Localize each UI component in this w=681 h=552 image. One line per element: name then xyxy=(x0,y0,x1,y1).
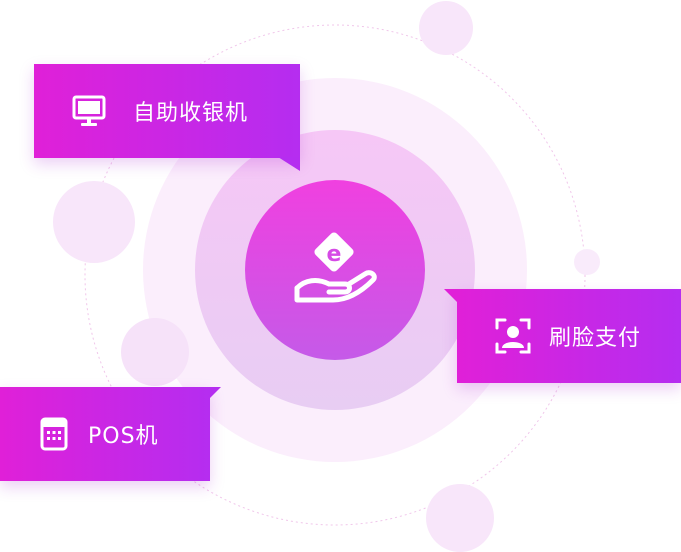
monitor-icon xyxy=(72,95,106,126)
pos-terminal-icon xyxy=(40,417,68,451)
svg-text:e: e xyxy=(327,242,342,267)
option-label-kiosk: 自助收银机 xyxy=(133,101,249,126)
bubble-right xyxy=(574,249,600,275)
outer-dotted-ring xyxy=(84,24,586,526)
option-card-pos[interactable]: POS机 xyxy=(0,387,210,481)
card-pointer-kiosk xyxy=(278,157,300,171)
option-label-pos: POS机 xyxy=(88,424,159,449)
bubble-left-lower xyxy=(121,318,189,386)
bubble-bottom xyxy=(426,484,494,552)
hand-holding-e-coin-icon: e xyxy=(294,232,377,303)
option-card-kiosk[interactable]: 自助收银机 xyxy=(34,64,300,158)
central-hub: e xyxy=(245,180,425,360)
face-scan-icon xyxy=(495,318,531,354)
bubble-top xyxy=(419,1,473,55)
option-label-face: 刷脸支付 xyxy=(549,326,642,351)
option-card-face[interactable]: 刷脸支付 xyxy=(457,289,681,383)
bubble-left xyxy=(53,181,135,263)
card-pointer-pos xyxy=(209,387,221,399)
card-pointer-face xyxy=(444,289,458,303)
